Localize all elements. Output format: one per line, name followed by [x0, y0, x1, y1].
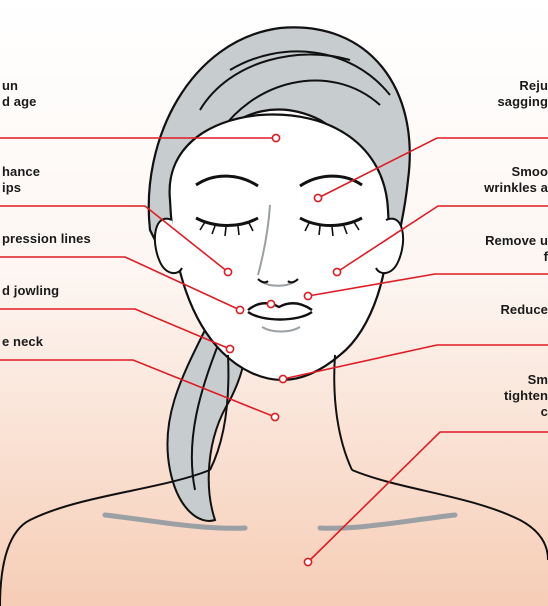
- label-expression-lines: pression lines: [2, 231, 91, 247]
- leader-expression-lines-dot: [236, 306, 243, 313]
- leader-smooth-wrinkles-dot: [333, 268, 340, 275]
- label-jowling: d jowling: [2, 283, 59, 299]
- leader-reduce-dot: [279, 375, 286, 382]
- leader-enhance-lips-dot: [224, 268, 231, 275]
- leader-neck-dot: [271, 413, 278, 420]
- leader-jowling-dot: [226, 345, 233, 352]
- left-collarbone: [105, 515, 245, 528]
- label-neck: e neck: [2, 334, 43, 350]
- right-collarbone: [320, 515, 455, 528]
- leader-sun-age-dot: [272, 134, 279, 141]
- leader-lips-center-dot: [267, 300, 274, 307]
- label-reduce: Reduce: [500, 302, 548, 318]
- leader-tighten-dot: [304, 558, 311, 565]
- leader-remove-dot: [304, 292, 311, 299]
- leader-rejuvenate-dot: [314, 194, 321, 201]
